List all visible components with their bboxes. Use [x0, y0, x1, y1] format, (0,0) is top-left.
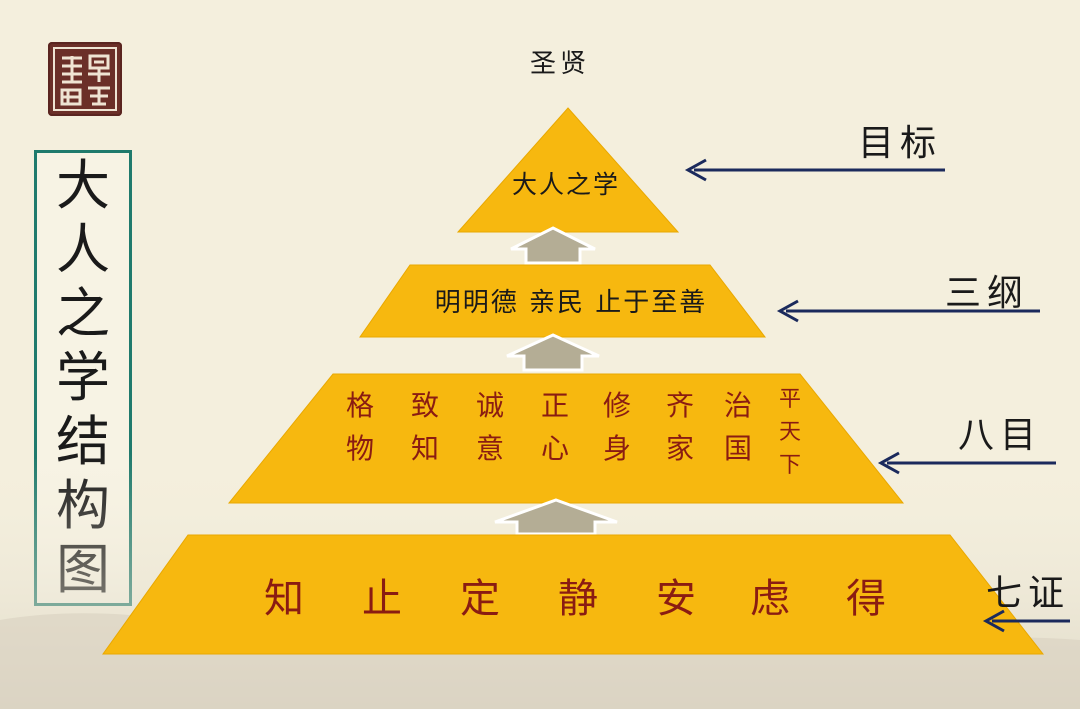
pointer-arrow-goal	[684, 158, 945, 182]
tier-third-char: 格	[346, 389, 374, 422]
tier-third-char: 家	[666, 432, 694, 465]
tier-third	[227, 373, 905, 504]
side-label-eight: 八目	[958, 415, 1042, 456]
tier-bottom-characters: 知止定静安虑得	[264, 576, 886, 622]
tier-third-char: 国	[724, 432, 752, 465]
tier-top	[456, 107, 680, 233]
tier-third-char: 诚	[476, 389, 504, 422]
tier-bottom-char: 定	[460, 576, 500, 622]
title-char: 之	[56, 282, 110, 345]
tier-third-char: 身	[603, 432, 631, 465]
tier-third-char: 知	[411, 432, 439, 465]
tier-third-char: 物	[346, 432, 374, 465]
tier-third-char: 正	[541, 389, 569, 422]
side-label-three: 三纲	[945, 273, 1029, 314]
tier-third-char: 下	[779, 453, 801, 478]
tier-bottom-char: 安	[656, 576, 696, 622]
tier-third-char: 致	[411, 389, 439, 422]
tier-bottom-char: 虑	[750, 576, 790, 622]
tier-third-char: 治	[724, 389, 752, 422]
tier-third-char: 平	[779, 387, 801, 412]
tier-third-char: 心	[541, 432, 569, 465]
up-arrow-2	[506, 333, 600, 372]
title-char: 学	[56, 346, 110, 409]
seal-logo	[48, 42, 122, 116]
tier-bottom-char: 静	[558, 576, 598, 622]
pointer-arrow-three	[776, 299, 1040, 323]
tier-third-char: 齐	[666, 389, 694, 422]
tier-second-label: 明明德 亲民 止于至善	[435, 288, 708, 318]
tier-third-char: 天	[779, 420, 801, 445]
tier-bottom-char: 知	[264, 576, 304, 622]
side-label-goal: 目标	[858, 123, 942, 164]
up-arrow-3	[494, 498, 618, 536]
tier-top-label: 大人之学	[512, 170, 620, 199]
side-label-seven: 七证	[986, 573, 1070, 614]
tier-bottom-char: 止	[362, 576, 402, 622]
up-arrow-1	[510, 226, 596, 265]
tier-third-char: 意	[476, 432, 504, 465]
top-label: 圣贤	[530, 49, 590, 79]
tier-bottom-char: 得	[846, 576, 886, 622]
tier-bottom	[102, 534, 1045, 655]
pointer-arrow-seven	[982, 609, 1070, 633]
title-char: 人	[56, 218, 110, 281]
pointer-arrow-eight	[877, 451, 1056, 475]
seal-graphic	[53, 47, 117, 111]
tier-third-char: 修	[603, 389, 631, 422]
title-char: 大	[56, 154, 110, 217]
tier-second	[359, 264, 767, 338]
